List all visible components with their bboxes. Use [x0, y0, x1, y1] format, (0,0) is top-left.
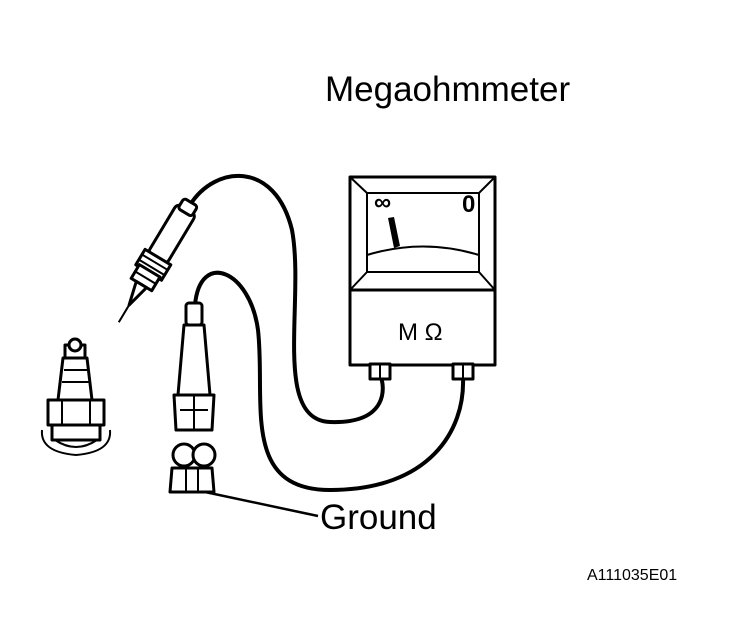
probe-wire [188, 174, 385, 425]
spark-plug [40, 337, 112, 457]
meter-base [348, 288, 497, 367]
probe-tip [117, 304, 130, 323]
ground-label: Ground [320, 498, 437, 537]
diagram-title: Megaohmmeter [325, 70, 571, 109]
meter-needle [388, 217, 400, 248]
scale-zero: 0 [462, 191, 475, 218]
scale-infinity: ∞ [374, 189, 391, 216]
meter-scale-arc [366, 245, 480, 256]
ground-clip [168, 301, 217, 494]
meter-unit: M Ω [398, 319, 443, 346]
ground-wire [193, 270, 466, 493]
ground-bolt [168, 466, 216, 494]
megaohmmeter: ∞ 0 M Ω [348, 175, 497, 381]
figure-code: A111035E01 [587, 567, 678, 584]
test-probe [117, 197, 199, 323]
ground-leader-line [204, 490, 319, 518]
